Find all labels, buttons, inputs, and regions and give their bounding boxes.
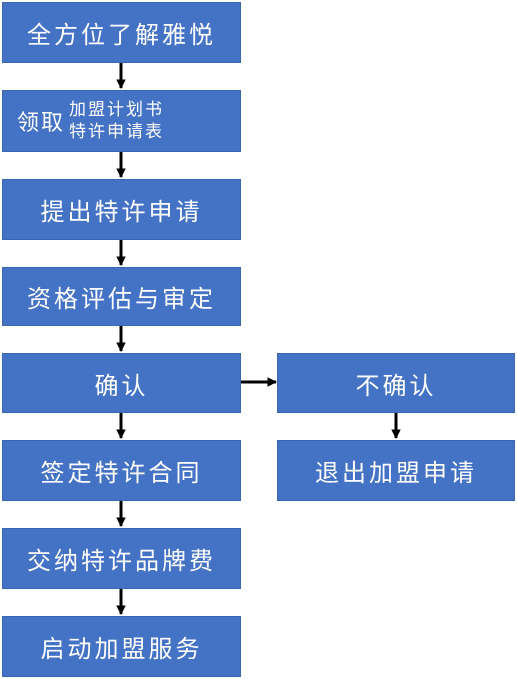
step-1-box: 全方位了解雅悦 — [2, 2, 241, 63]
step-2-line-2: 特许申请表 — [69, 122, 165, 142]
step-6-label: 签定特许合同 — [40, 459, 203, 487]
step-7-label: 交纳特许品牌费 — [27, 547, 216, 575]
step-2-box: 领取 加盟计划书 特许申请表 — [2, 90, 241, 152]
step-6-box: 签定特许合同 — [2, 440, 241, 501]
step-2-sub-labels: 加盟计划书 特许申请表 — [69, 99, 164, 143]
branch-2-label: 退出加盟申请 — [315, 459, 477, 487]
step-7-box: 交纳特许品牌费 — [2, 528, 241, 589]
step-8-box: 启动加盟服务 — [2, 616, 241, 677]
step-2-line-1: 加盟计划书 — [69, 100, 165, 120]
branch-1-label: 不确认 — [355, 371, 437, 400]
step-1-label: 全方位了解雅悦 — [27, 21, 216, 49]
step-2-main-label: 领取 — [17, 111, 66, 136]
branch-2-box: 退出加盟申请 — [277, 440, 515, 501]
step-5-box: 确认 — [2, 353, 241, 413]
branch-1-box: 不确认 — [277, 353, 515, 413]
step-4-box: 资格评估与审定 — [2, 267, 241, 326]
step-8-label: 启动加盟服务 — [40, 635, 203, 663]
step-3-label: 提出特许申请 — [40, 198, 203, 226]
step-4-label: 资格评估与审定 — [27, 285, 216, 313]
step-3-box: 提出特许申请 — [2, 179, 241, 240]
step-5-label: 确认 — [94, 371, 149, 400]
